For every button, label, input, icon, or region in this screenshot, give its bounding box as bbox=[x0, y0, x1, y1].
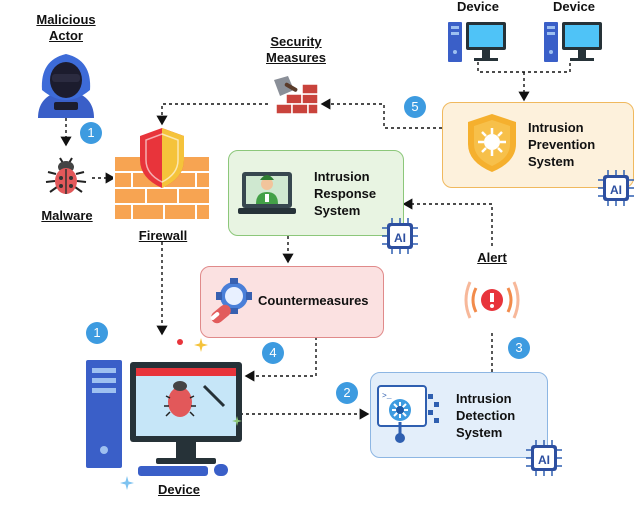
arrow-security-to-firewall bbox=[156, 103, 268, 126]
device-top-1-label: Device bbox=[457, 0, 499, 14]
step-badge-5: 5 bbox=[404, 96, 426, 118]
firewall-icon bbox=[113, 128, 211, 221]
malicious-actor-label: Malicious Actor bbox=[36, 12, 96, 43]
infected-computer-icon bbox=[86, 360, 242, 476]
malware-bug-icon bbox=[45, 157, 87, 194]
alert-label: Alert bbox=[477, 250, 507, 265]
ai-chip-text: AI bbox=[394, 231, 406, 245]
ai-chip-icon: AI bbox=[526, 440, 562, 476]
arrow-alert-to-irs bbox=[402, 198, 493, 246]
firewall-label: Firewall bbox=[138, 228, 188, 243]
syringe-shield-icon bbox=[210, 278, 252, 324]
step-badge-2: 2 bbox=[336, 382, 358, 404]
ids-label: Intrusion Detection System bbox=[456, 391, 516, 440]
brick-trowel-icon bbox=[274, 76, 319, 115]
device-top-2-label: Device bbox=[553, 0, 595, 14]
sparkle-icon bbox=[120, 476, 134, 490]
countermeasures-label: Countermeasures bbox=[258, 293, 369, 308]
ips-label: Intrusion Prevention System bbox=[528, 120, 596, 169]
malware-label: Malware bbox=[41, 208, 93, 223]
device-main-label: Device bbox=[158, 482, 200, 497]
svg-text:>_: >_ bbox=[382, 392, 392, 401]
step-badge-1-top: 1 bbox=[80, 122, 102, 144]
step-badge-1-device: 1 bbox=[86, 322, 108, 344]
desktop-computer-icon bbox=[544, 22, 602, 62]
ai-chip-text: AI bbox=[538, 453, 550, 467]
alarm-alert-icon bbox=[464, 281, 520, 319]
sparkle-icon bbox=[232, 416, 242, 426]
hooded-hacker-icon bbox=[38, 54, 94, 118]
sparkle-icon bbox=[194, 338, 208, 352]
step-badge-3: 3 bbox=[508, 337, 530, 359]
desktop-computer-icon bbox=[448, 22, 506, 62]
security-measures-label: Security Measures bbox=[266, 34, 326, 65]
irs-label: Intrusion Response System bbox=[314, 169, 377, 218]
ai-chip-text: AI bbox=[610, 183, 622, 197]
ai-chip-icon: AI bbox=[382, 218, 418, 254]
shield-virus-icon bbox=[468, 114, 516, 172]
ai-chip-icon: AI bbox=[598, 170, 634, 206]
support-agent-laptop-icon bbox=[238, 172, 296, 214]
step-badge-4: 4 bbox=[262, 342, 284, 364]
dot-decoration-icon bbox=[177, 339, 183, 345]
intrusion-prevention-system-box bbox=[442, 102, 634, 188]
arrow-countermeasures-to-device bbox=[244, 337, 317, 382]
threat-scan-icon: >_ bbox=[377, 385, 439, 443]
